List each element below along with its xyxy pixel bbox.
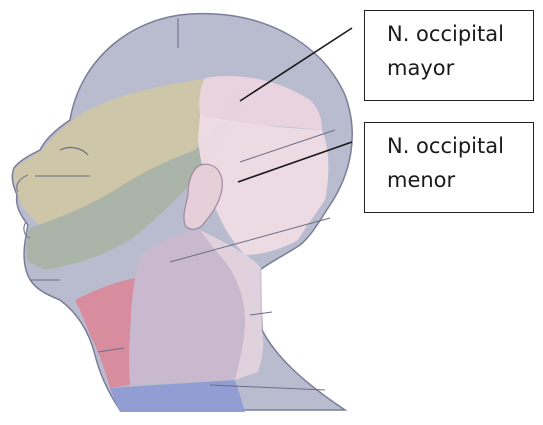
label-occipital-menor-line2: menor (387, 163, 523, 197)
label-occipital-menor: N. occipital menor (364, 122, 534, 213)
label-occipital-menor-line1: N. occipital (387, 129, 523, 163)
label-occipital-mayor-line2: mayor (387, 51, 523, 85)
label-occipital-mayor: N. occipital mayor (364, 10, 534, 101)
label-occipital-mayor-line1: N. occipital (387, 17, 523, 51)
